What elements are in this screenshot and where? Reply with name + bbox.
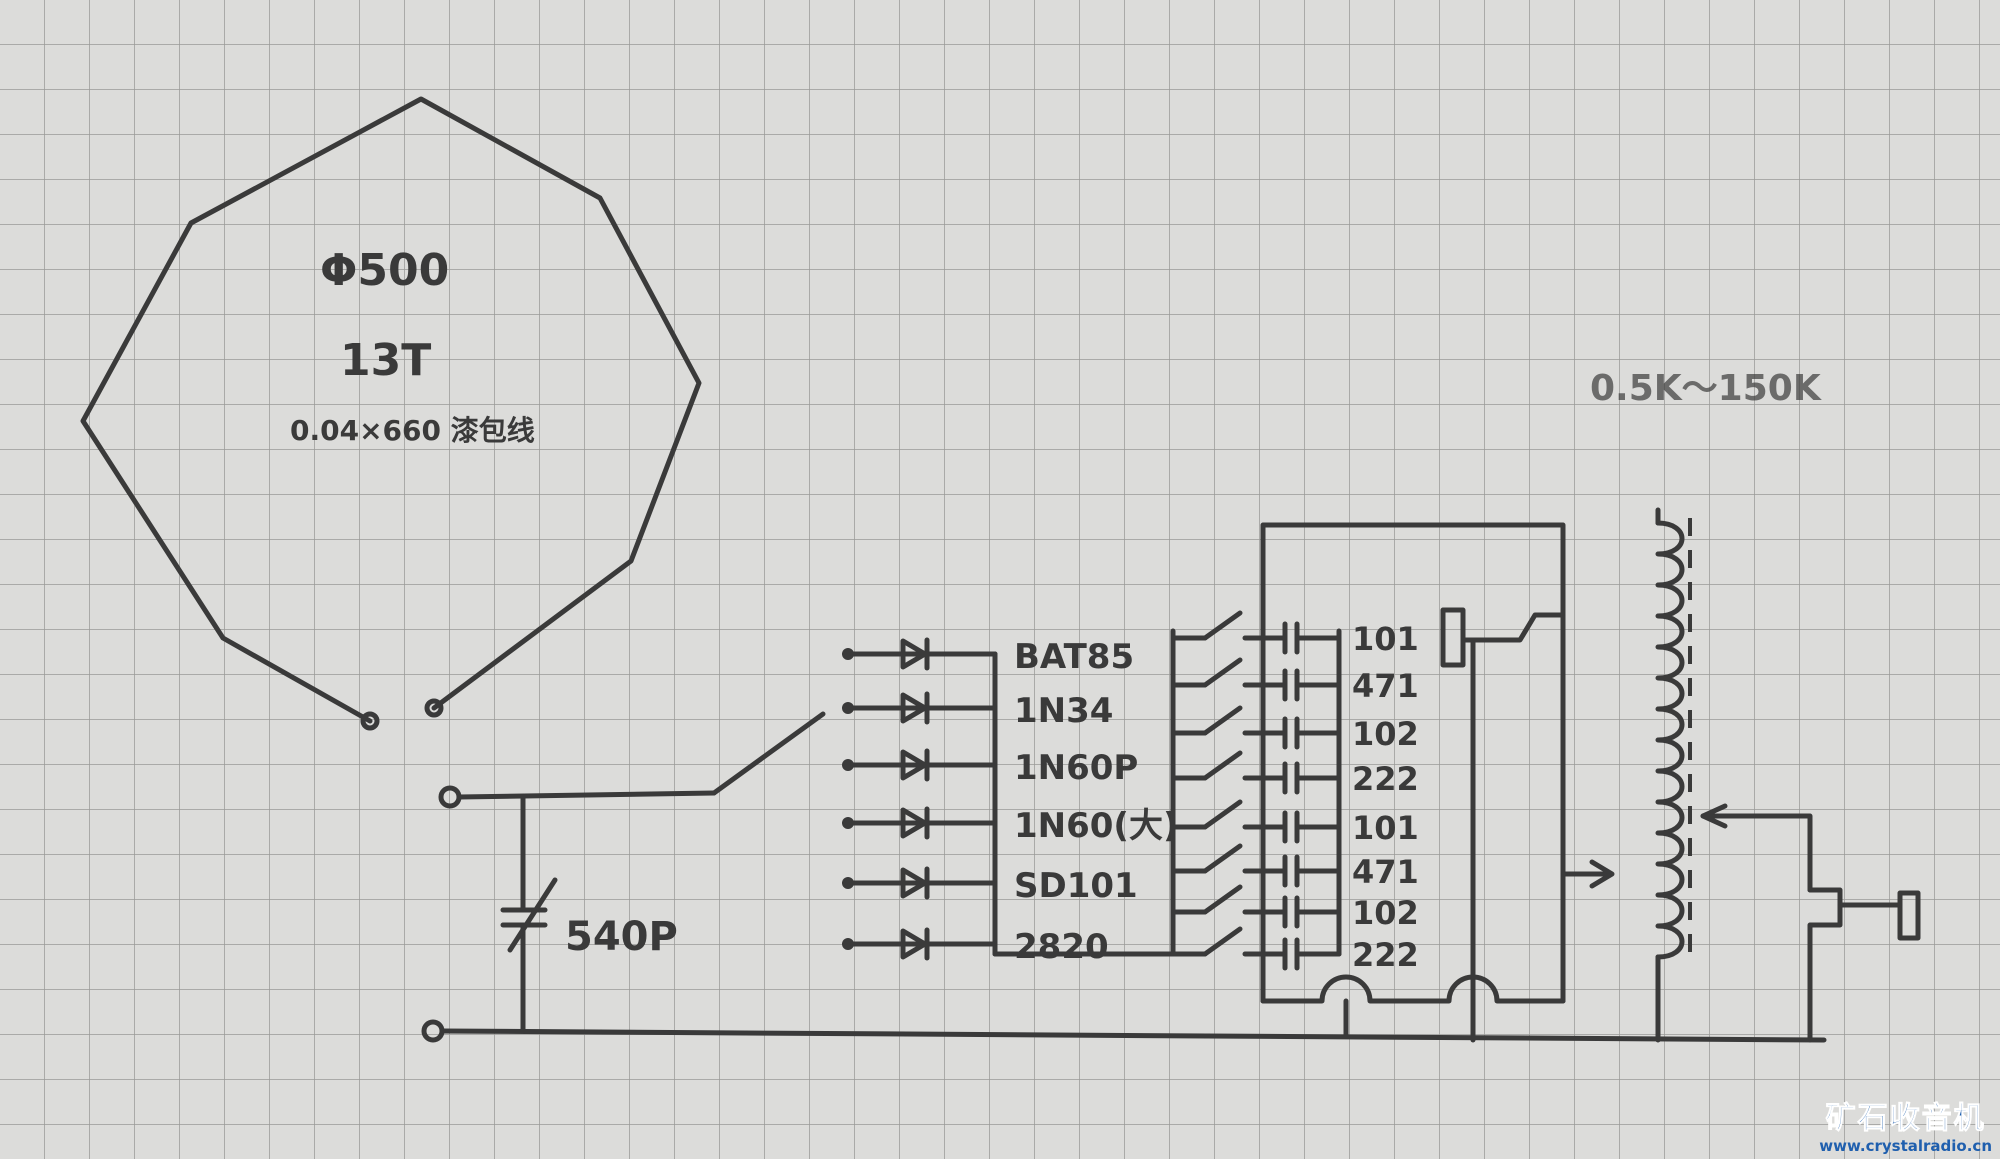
transformer-range-label: 0.5K～150K — [1590, 368, 1822, 409]
diode-symbol — [900, 638, 928, 670]
cap-switch — [1202, 799, 1243, 830]
headphone-jack — [1807, 887, 1843, 1043]
watermark-title: 矿石收音机 — [1825, 1101, 1986, 1137]
capacitor-value-label: 101 — [1352, 620, 1419, 658]
cap-switch — [1202, 884, 1243, 915]
coil-diameter-label: Φ500 — [320, 245, 449, 296]
capacitor-bank — [1170, 610, 1342, 971]
cap-switch — [1202, 750, 1243, 781]
capacitor-row — [1170, 884, 1342, 929]
variable-cap-arrow — [507, 877, 558, 953]
cap-switch — [1202, 657, 1243, 688]
cap-switch — [1202, 926, 1243, 957]
tuning-cap-label: 540P — [565, 914, 678, 960]
diode-row — [842, 806, 998, 840]
headphone — [1897, 890, 1921, 941]
output-wiring — [1260, 522, 1615, 1043]
capacitor-value-label: 471 — [1352, 853, 1419, 891]
diode-row — [842, 691, 998, 725]
diode-label: 1N60P — [1014, 748, 1138, 788]
capacitor-value-label: 102 — [1352, 715, 1419, 753]
capacitor-row — [1170, 799, 1342, 844]
diode-bank — [842, 637, 1176, 961]
diode-label: SD101 — [1014, 866, 1138, 906]
diode-selector-switch — [711, 711, 826, 796]
transformer — [1655, 507, 1921, 1043]
coil-wire-label: 0.04×660 漆包线 — [290, 414, 535, 447]
cap-switch — [1202, 705, 1243, 736]
watermark-url: www.crystalradio.cn — [1819, 1137, 1992, 1155]
diode-row — [842, 748, 998, 782]
diode-label: 2820 — [1014, 927, 1109, 967]
capacitor-value-label: 222 — [1352, 936, 1419, 974]
capacitor-row — [1170, 926, 1342, 971]
cap-switch — [1202, 610, 1243, 641]
capacitor-value-label: 102 — [1352, 894, 1419, 932]
diode-symbol — [900, 807, 928, 839]
diode-label: 1N60(大) — [1014, 806, 1179, 846]
cap-switch — [1202, 843, 1243, 874]
capacitor-value-label: 471 — [1352, 667, 1419, 705]
input-section — [421, 711, 1827, 1043]
diode-label: 1N34 — [1014, 691, 1113, 731]
diode-row — [842, 927, 998, 961]
diode-row — [842, 637, 998, 671]
diode-symbol — [900, 749, 928, 781]
coil-turns-label: 13T — [340, 335, 431, 386]
diode-symbol — [900, 928, 928, 960]
capacitor-row — [1170, 657, 1342, 702]
watermark: 矿石收音机 www.crystalradio.cn — [1819, 1093, 1992, 1156]
capacitor-value-label: 101 — [1352, 809, 1419, 847]
diode-symbol — [900, 867, 928, 899]
capacitor-row — [1170, 750, 1342, 795]
diode-row — [842, 866, 998, 900]
diode-symbol — [900, 692, 928, 724]
diode-label: BAT85 — [1014, 637, 1134, 677]
loop-antenna — [80, 96, 702, 731]
capacitor-value-label: 222 — [1352, 760, 1419, 798]
